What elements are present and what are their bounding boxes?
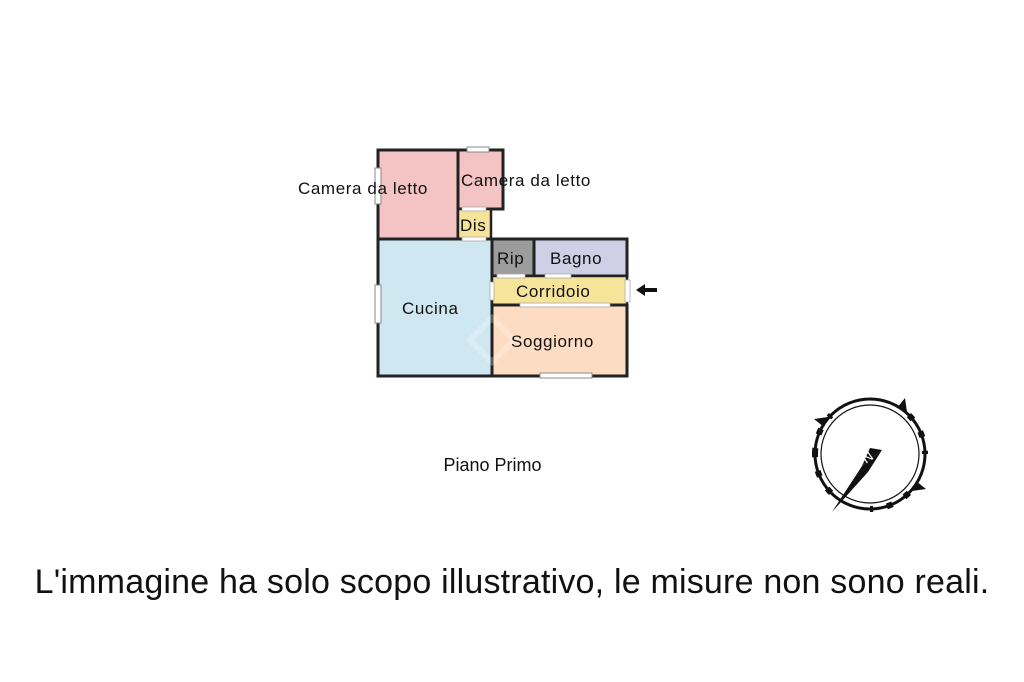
label-soggiorno: Soggiorno [511, 332, 594, 351]
door-mark [544, 273, 572, 279]
window-marks [374, 146, 593, 379]
floor-label: Piano Primo [443, 455, 542, 475]
door-mark [624, 279, 631, 303]
room-soggiorno [490, 303, 629, 378]
window-mark [466, 146, 490, 153]
room-bagno [532, 237, 629, 278]
compass-icon: N [812, 397, 928, 512]
window-mark [374, 167, 382, 205]
watermark-logo [465, 313, 519, 367]
door-mark [496, 273, 526, 279]
room-soggiorno-fill [490, 303, 629, 378]
label-bedroom-1: Camera da letto [298, 179, 428, 198]
disclaimer-text: L'immagine ha solo scopo illustrativo, l… [34, 563, 990, 601]
door-mark [461, 206, 487, 212]
door-mark [461, 236, 487, 242]
arrow-left-icon [636, 284, 657, 296]
label-bedroom-2: Camera da letto [461, 171, 591, 190]
label-dis: Dis [460, 216, 486, 235]
window-mark [539, 372, 593, 379]
door-mark [519, 302, 611, 308]
label-cucina: Cucina [402, 299, 459, 318]
room-bagno-fill [532, 237, 629, 278]
window-mark [374, 284, 382, 324]
door-mark [489, 281, 495, 301]
label-bagno: Bagno [550, 249, 602, 268]
label-corridoio: Corridoio [516, 282, 590, 301]
door-marks [461, 206, 631, 308]
label-rip: Rip [497, 249, 524, 268]
